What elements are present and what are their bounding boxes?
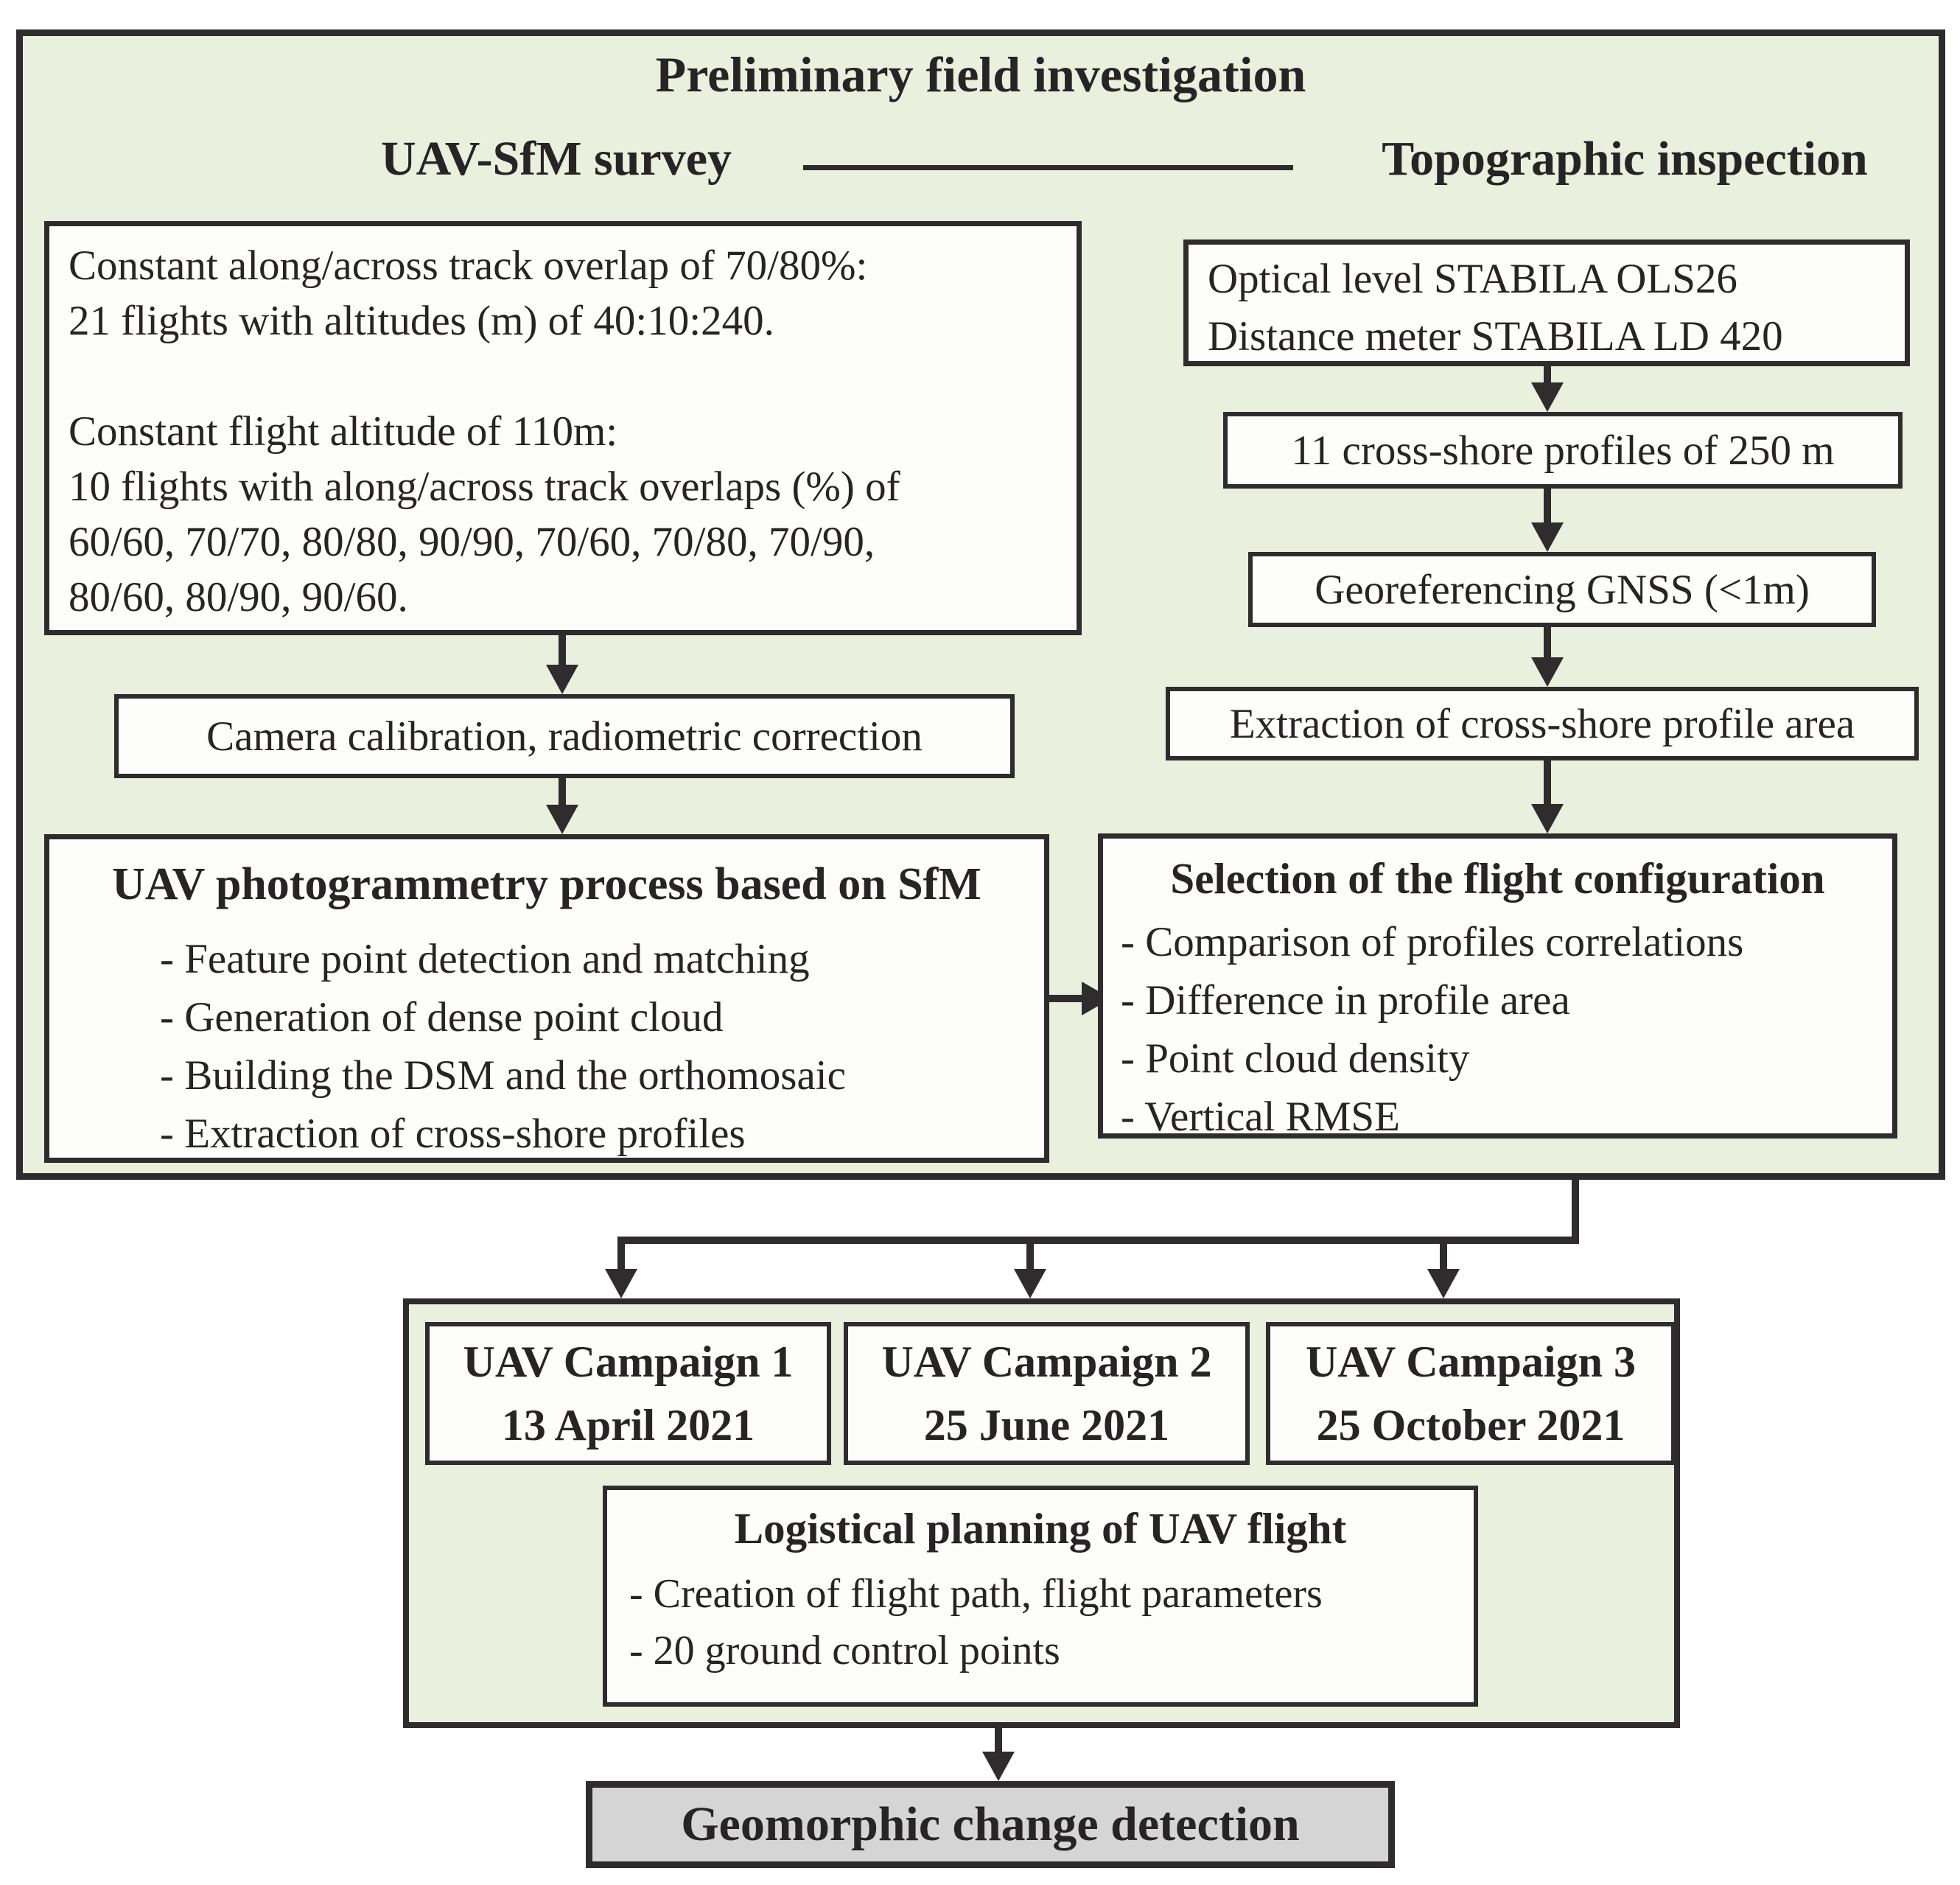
down-arrow (1531, 489, 1564, 552)
logistics-item: - Creation of flight path, flight parame… (629, 1571, 1323, 1617)
instruments-box: Optical level STABILA OLS26 Distance met… (1183, 239, 1910, 366)
extraction-box: Extraction of cross-shore profile area (1166, 687, 1919, 760)
selection-item: - Point cloud density (1121, 1035, 1470, 1082)
photogrammetry-title: UAV photogrammetry process based on SfM (112, 859, 981, 909)
topographic-heading: Topographic inspection (1382, 132, 1868, 186)
instrument-line: Distance meter STABILA LD 420 (1208, 313, 1783, 360)
down-arrow (1531, 760, 1564, 833)
profiles-box: 11 cross-shore profiles of 250 m (1223, 412, 1903, 489)
down-arrow (605, 1242, 637, 1298)
down-arrow (1531, 366, 1564, 412)
connector-vertical-line (1572, 1177, 1579, 1242)
photogrammetry-item: - Feature point detection and matching (160, 936, 810, 982)
uav-sfm-heading: UAV-SfM survey (380, 132, 732, 186)
photogrammetry-item: - Building the DSM and the orthomosaic (160, 1052, 846, 1099)
flight-plan-line: 60/60, 70/70, 80/80, 90/90, 70/60, 70/80… (69, 519, 875, 565)
photogrammetry-item: - Extraction of cross-shore profiles (160, 1111, 746, 1157)
panel-title: Preliminary field investigation (655, 46, 1306, 102)
selection-item: - Difference in profile area (1121, 977, 1570, 1024)
down-arrow (1531, 627, 1564, 687)
campaign-date: 25 October 2021 (1316, 1401, 1625, 1449)
selection-item: - Comparison of profiles correlations (1121, 919, 1744, 965)
selection-item: - Vertical RMSE (1121, 1094, 1400, 1140)
flight-plan-line: 10 flights with along/across track overl… (69, 464, 900, 510)
campaign-2-box: UAV Campaign 2 25 June 2021 (844, 1322, 1250, 1465)
flight-plan-line: Constant along/across track overlap of 7… (69, 242, 868, 289)
georeferencing-label: Georeferencing GNSS (<1m) (1315, 566, 1810, 613)
geomorphic-label: Geomorphic change detection (681, 1797, 1300, 1851)
calibration-label: Camera calibration, radiometric correcti… (206, 713, 923, 760)
extraction-label: Extraction of cross-shore profile area (1229, 700, 1855, 747)
photogrammetry-box: UAV photogrammetry process based on SfM … (44, 834, 1049, 1163)
georeferencing-box: Georeferencing GNSS (<1m) (1248, 552, 1876, 627)
campaign-1-box: UAV Campaign 1 13 April 2021 (425, 1322, 831, 1465)
down-arrow (982, 1728, 1015, 1781)
photogrammetry-item: - Generation of dense point cloud (160, 994, 724, 1041)
campaign-date: 13 April 2021 (501, 1401, 755, 1449)
campaign-3-box: UAV Campaign 3 25 October 2021 (1266, 1322, 1676, 1465)
selection-box: Selection of the flight configuration - … (1098, 833, 1897, 1140)
down-arrow (546, 635, 578, 694)
flight-plan-line-blank (69, 349, 1069, 404)
campaign-name: UAV Campaign 2 (881, 1337, 1212, 1386)
instrument-line: Optical level STABILA OLS26 (1208, 256, 1737, 302)
heading-divider-line (803, 165, 1293, 170)
flight-plan-line: 80/60, 80/90, 90/60. (69, 574, 408, 620)
logistics-item: - 20 ground control points (629, 1628, 1060, 1674)
campaign-name: UAV Campaign 1 (463, 1337, 794, 1386)
flight-plan-line: 21 flights with altitudes (m) of 40:10:2… (69, 298, 774, 344)
logistics-title: Logistical planning of UAV flight (734, 1504, 1347, 1553)
campaign-date: 25 June 2021 (923, 1401, 1170, 1449)
down-arrow (1427, 1242, 1460, 1298)
flight-plan-line: Constant flight altitude of 110m: (69, 408, 618, 455)
connector-horizontal-line (617, 1237, 1579, 1244)
down-arrow (1014, 1242, 1046, 1298)
profiles-label: 11 cross-shore profiles of 250 m (1291, 427, 1835, 474)
logistics-box: Logistical planning of UAV flight - Crea… (603, 1486, 1478, 1707)
campaign-name: UAV Campaign 3 (1306, 1337, 1636, 1386)
flight-plan-box: Constant along/across track overlap of 7… (44, 221, 1082, 635)
down-arrow (546, 778, 578, 834)
geomorphic-box: Geomorphic change detection (586, 1781, 1395, 1868)
selection-title: Selection of the flight configuration (1170, 854, 1825, 903)
calibration-box: Camera calibration, radiometric correcti… (114, 694, 1015, 778)
